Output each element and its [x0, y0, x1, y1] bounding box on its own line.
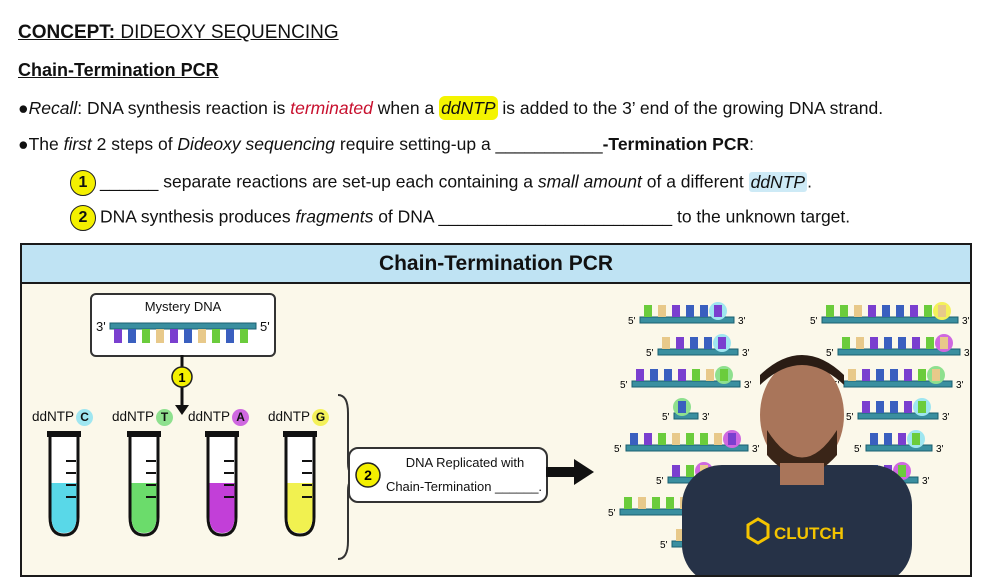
presenter-video: CLUTCH — [682, 355, 912, 575]
fragment-5-end: 5' — [628, 316, 636, 327]
step-2-badge: 2 — [70, 205, 96, 231]
mystery-base — [142, 329, 150, 343]
replicated-line-2: Chain-Termination ______. — [385, 479, 543, 494]
mystery-base — [198, 329, 206, 343]
replication-box: 2 DNA Replicated with Chain-Termination … — [348, 447, 548, 503]
chain-termination-panel: Chain-Termination PCR Mystery DNA 3' 5' … — [20, 243, 972, 577]
mystery-dna-box: Mystery DNA 3' 5' — [90, 293, 276, 357]
fragment-5-end: 5' — [810, 316, 818, 327]
dna-fragment: 5' 3' — [646, 334, 750, 359]
dna-fragment: 5' 3' — [628, 302, 746, 327]
fragment-3-end: 3' — [964, 348, 970, 359]
fragment-3-end: 3' — [742, 348, 750, 359]
test-tube — [47, 431, 81, 537]
fragment-5-end: 5' — [656, 476, 664, 487]
concept-title: CONCEPT: DIDEOXY SEQUENCING — [18, 22, 339, 43]
mystery-base — [170, 329, 178, 343]
dna-fragment: 5' 3' — [614, 430, 760, 455]
step-2-diagram-badge: 2 — [355, 462, 381, 488]
fragment-5-end: 5' — [608, 508, 616, 519]
dna-fragment: 5' 3' — [826, 334, 970, 359]
mystery-base — [184, 329, 192, 343]
ddntp-highlight: ddNTP — [439, 96, 498, 120]
mystery-base — [240, 329, 248, 343]
fragment-5-end: 5' — [846, 412, 854, 423]
fragment-5-end: 5' — [826, 348, 834, 359]
dna-fragment: 5' 3' — [810, 302, 970, 327]
mystery-base — [226, 329, 234, 343]
fragment-3-end: 3' — [942, 412, 950, 423]
step-1-badge: 1 — [70, 170, 96, 196]
panel-title: Chain-Termination PCR — [22, 245, 970, 284]
fragment-5-end: 5' — [854, 444, 862, 455]
step-1-arrow: 1 — [171, 355, 193, 415]
step-1-line: 1______ separate reactions are set-up ea… — [70, 170, 812, 196]
fragment-5-end: 5' — [614, 444, 622, 455]
recall-line: ●Recall: DNA synthesis reaction is termi… — [18, 96, 884, 120]
test-tubes — [47, 431, 317, 537]
fragment-3-end: 3' — [738, 316, 746, 327]
mystery-base — [114, 329, 122, 343]
first-steps-line: ●The first 2 steps of Dideoxy sequencing… — [18, 134, 754, 154]
fragment-3-end: 3' — [702, 412, 710, 423]
clutch-logo-icon — [746, 517, 770, 545]
fragment-5-end: 5' — [660, 540, 668, 551]
test-tube — [127, 431, 161, 537]
test-tube — [205, 431, 239, 537]
replicated-line-1: DNA Replicated with — [405, 455, 525, 470]
dna-fragment: 5' 3' — [854, 430, 944, 455]
svg-text:2: 2 — [364, 467, 372, 483]
clutch-logo-text: CLUTCH — [774, 524, 844, 543]
mystery-base — [128, 329, 136, 343]
fragment-5-end: 5' — [646, 348, 654, 359]
mystery-base — [156, 329, 164, 343]
fragment-5-end: 5' — [662, 412, 670, 423]
end-5-label: 5' — [260, 319, 270, 334]
mystery-dna-label: Mystery DNA — [144, 299, 222, 314]
result-arrow — [546, 459, 594, 485]
dna-fragment: 5' 3' — [620, 366, 752, 391]
fragment-3-end: 3' — [922, 476, 930, 487]
test-tube — [283, 431, 317, 537]
fragment-3-end: 3' — [956, 380, 964, 391]
fragment-5-end: 5' — [620, 380, 628, 391]
mystery-base — [212, 329, 220, 343]
fragment-3-end: 3' — [936, 444, 944, 455]
fragment-3-end: 3' — [962, 316, 970, 327]
dna-fragment: 5' 3' — [662, 398, 710, 423]
fragment-3-end: 3' — [752, 444, 760, 455]
section-heading: Chain-Termination PCR — [18, 60, 219, 80]
end-3-label: 3' — [96, 319, 106, 334]
fragment-3-end: 3' — [744, 380, 752, 391]
step-1-arrow-number: 1 — [178, 370, 185, 385]
dna-fragment: 5' 3' — [846, 398, 950, 423]
mystery-dna-strand — [109, 322, 257, 343]
